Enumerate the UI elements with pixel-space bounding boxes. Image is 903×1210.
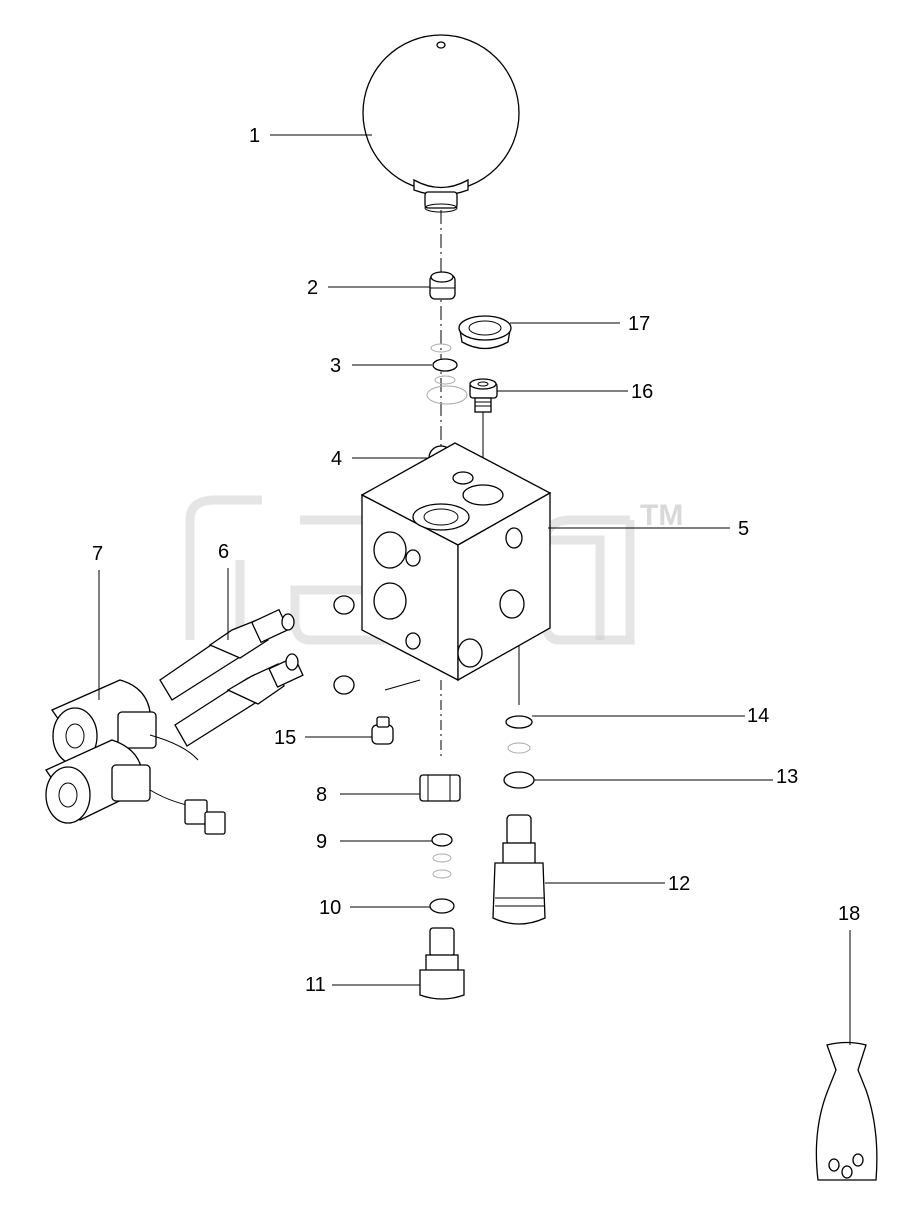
callout-14: 14 bbox=[747, 705, 769, 727]
callout-6: 6 bbox=[218, 541, 229, 563]
part-5-valve-block bbox=[360, 442, 552, 682]
part-18-tube bbox=[815, 1041, 878, 1181]
part-13-14-rings bbox=[503, 715, 535, 789]
part-7-solenoid-coils bbox=[45, 679, 226, 835]
callout-1: 1 bbox=[249, 125, 260, 147]
callout-labels: 1 2 3 4 5 6 7 8 9 10 11 12 13 14 15 16 1… bbox=[92, 125, 860, 996]
callout-18: 18 bbox=[838, 903, 860, 925]
part-3-o-rings bbox=[426, 343, 468, 405]
callout-9: 9 bbox=[316, 831, 327, 853]
part-11-cartridge bbox=[419, 927, 465, 1000]
trademark-label: TM bbox=[640, 499, 683, 532]
callout-17: 17 bbox=[628, 313, 650, 335]
callout-12: 12 bbox=[668, 873, 690, 895]
small-plugs bbox=[333, 595, 355, 695]
part-2-fitting bbox=[429, 271, 456, 300]
callout-5: 5 bbox=[738, 518, 749, 540]
callout-7: 7 bbox=[92, 543, 103, 565]
part-6-cartridges bbox=[159, 608, 304, 747]
callout-8: 8 bbox=[316, 784, 327, 806]
part-9-10-rings bbox=[429, 833, 455, 914]
callout-2: 2 bbox=[307, 277, 318, 299]
part-15-plug bbox=[371, 716, 394, 745]
leader-lines bbox=[98, 134, 851, 1045]
callout-16: 16 bbox=[631, 381, 653, 403]
callout-4: 4 bbox=[331, 448, 342, 470]
callout-11: 11 bbox=[305, 974, 326, 996]
callout-10: 10 bbox=[319, 897, 341, 919]
callout-15: 15 bbox=[274, 727, 296, 749]
part-1-accumulator bbox=[362, 34, 520, 213]
part-8-connector bbox=[419, 774, 461, 802]
callout-13: 13 bbox=[776, 766, 798, 788]
part-12-cartridge bbox=[492, 814, 546, 925]
callout-3: 3 bbox=[330, 355, 341, 377]
part-16-plug bbox=[469, 378, 498, 413]
part-17-cap bbox=[458, 315, 512, 350]
